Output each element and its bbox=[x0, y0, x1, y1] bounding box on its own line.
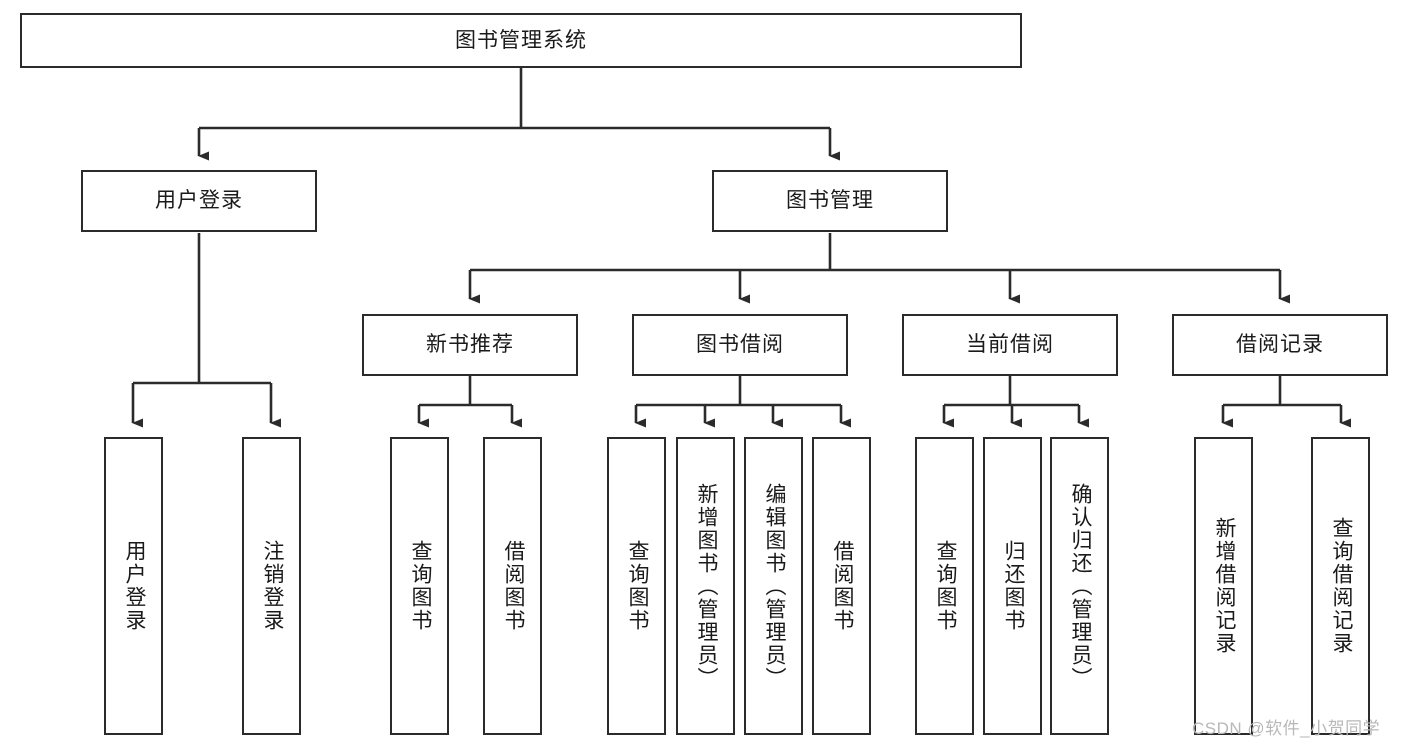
node-book-borrow[interactable]: 图书借阅 bbox=[632, 314, 848, 376]
leaf-label: 注销登录 bbox=[260, 540, 284, 632]
leaf-label: 编辑图书（管理员） bbox=[762, 482, 786, 690]
node-book-manage[interactable]: 图书管理 bbox=[712, 170, 948, 232]
edges-user-login bbox=[131, 233, 281, 428]
leaf-book-borrow-3[interactable]: 借阅图书 bbox=[812, 437, 871, 735]
leaf-label: 借阅图书 bbox=[501, 540, 525, 632]
leaf-label: 查询图书 bbox=[625, 540, 649, 632]
leaf-user-login-0[interactable]: 用户登录 bbox=[104, 437, 163, 735]
leaf-label: 查询图书 bbox=[408, 540, 432, 632]
leaf-label: 归还图书 bbox=[1001, 540, 1025, 632]
leaf-user-login-1[interactable]: 注销登录 bbox=[242, 437, 301, 735]
leaf-borrow-record-1[interactable]: 查询借阅记录 bbox=[1311, 437, 1370, 735]
edges-level1 bbox=[197, 68, 840, 161]
leaf-book-borrow-2[interactable]: 编辑图书（管理员） bbox=[744, 437, 803, 735]
node-root[interactable]: 图书管理系统 bbox=[20, 13, 1022, 68]
edges-current-borrow bbox=[942, 376, 1089, 428]
edges-new-book-rec bbox=[417, 376, 522, 428]
leaf-label: 新增图书（管理员） bbox=[694, 482, 718, 690]
node-new-book-rec-label: 新书推荐 bbox=[426, 333, 514, 357]
leaf-book-borrow-0[interactable]: 查询图书 bbox=[607, 437, 666, 735]
edges-borrow-record bbox=[1221, 376, 1351, 428]
leaf-label: 查询借阅记录 bbox=[1329, 517, 1353, 655]
leaf-label: 借阅图书 bbox=[830, 540, 854, 632]
node-root-label: 图书管理系统 bbox=[455, 28, 587, 52]
node-borrow-record[interactable]: 借阅记录 bbox=[1172, 314, 1388, 376]
node-new-book-rec[interactable]: 新书推荐 bbox=[362, 314, 578, 376]
leaf-book-borrow-1[interactable]: 新增图书（管理员） bbox=[676, 437, 735, 735]
leaf-label: 确认归还（管理员） bbox=[1068, 482, 1092, 690]
node-current-borrow-label: 当前借阅 bbox=[966, 333, 1054, 357]
node-current-borrow[interactable]: 当前借阅 bbox=[902, 314, 1118, 376]
node-book-manage-label: 图书管理 bbox=[786, 189, 874, 213]
leaf-current-borrow-2[interactable]: 确认归还（管理员） bbox=[1050, 437, 1109, 735]
node-borrow-record-label: 借阅记录 bbox=[1236, 333, 1324, 357]
leaf-label: 查询图书 bbox=[933, 540, 957, 632]
leaf-new-book-rec-0[interactable]: 查询图书 bbox=[390, 437, 449, 735]
leaf-borrow-record-0[interactable]: 新增借阅记录 bbox=[1194, 437, 1253, 735]
leaf-current-borrow-0[interactable]: 查询图书 bbox=[915, 437, 974, 735]
edges-book-borrow bbox=[634, 376, 851, 428]
leaf-new-book-rec-1[interactable]: 借阅图书 bbox=[483, 437, 542, 735]
leaf-label: 新增借阅记录 bbox=[1212, 517, 1236, 655]
leaf-label: 用户登录 bbox=[122, 540, 146, 632]
edges-book-manage bbox=[468, 233, 1290, 304]
node-user-login-label: 用户登录 bbox=[155, 189, 243, 213]
leaf-current-borrow-1[interactable]: 归还图书 bbox=[983, 437, 1042, 735]
node-user-login[interactable]: 用户登录 bbox=[81, 170, 317, 232]
node-book-borrow-label: 图书借阅 bbox=[696, 333, 784, 357]
